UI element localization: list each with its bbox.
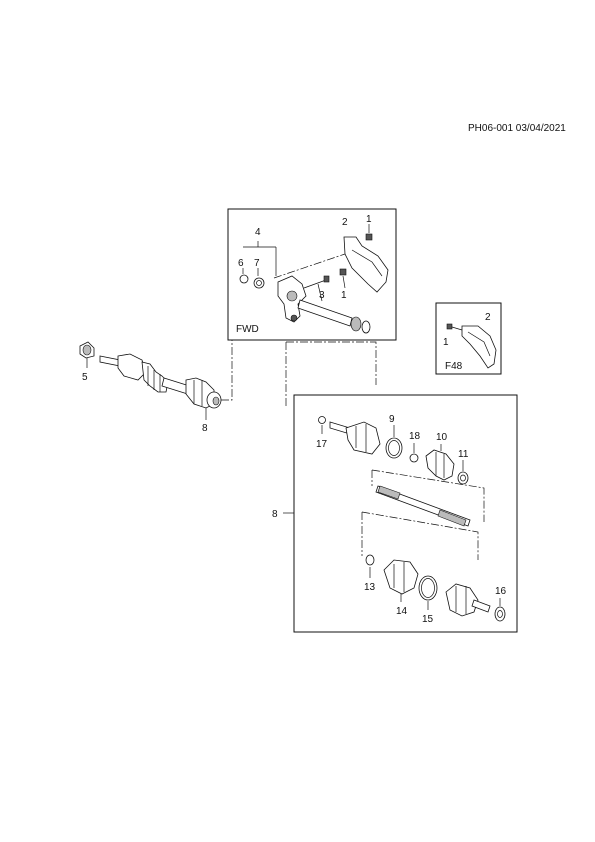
callout-exploded-10: 10 <box>436 432 448 443</box>
callout-exploded-13: 13 <box>364 582 376 593</box>
callout-fwd-4: 4 <box>255 227 261 238</box>
f48-inset-frame <box>435 302 502 375</box>
alignment-line <box>273 253 346 279</box>
snap-ring-6 <box>239 274 249 284</box>
callout-f48-1: 1 <box>443 337 449 348</box>
callout-fwd-3: 3 <box>319 290 325 301</box>
main-to-fwd-link <box>221 340 233 401</box>
inner-joint-assembly <box>345 421 381 455</box>
exploded-view-frame <box>293 394 518 633</box>
outer-cv-joint <box>117 353 147 381</box>
snap-ring-18 <box>409 453 419 463</box>
callout-f48-2: 2 <box>485 312 491 323</box>
fwd-inset: FWD <box>227 208 397 341</box>
callout-exploded-15: 15 <box>422 614 434 625</box>
callout-exploded-17: 17 <box>316 439 328 450</box>
boot-clamp-15 <box>418 575 438 601</box>
shaft-end-spline <box>350 316 362 332</box>
callout-exploded-9: 9 <box>389 414 395 425</box>
f48-bolt <box>446 323 453 330</box>
callout-exploded-16: 16 <box>495 586 507 597</box>
bolt-lower <box>339 268 347 289</box>
outer-boot-14 <box>383 559 419 595</box>
fwd-inset-frame <box>227 208 397 341</box>
callout-fwd-6: 6 <box>238 258 244 269</box>
callout-4-leader <box>243 241 277 276</box>
outer-joint-assembly <box>445 583 479 617</box>
support-bracket <box>343 236 389 293</box>
f48-inset: F48 2 1 <box>435 302 502 375</box>
fwd-to-exploded-link <box>285 341 377 407</box>
callout-main-5: 5 <box>82 372 88 383</box>
inner-boot-10 <box>425 449 455 481</box>
carrier-bearing <box>286 290 298 302</box>
f48-bracket <box>461 325 497 369</box>
callout-exploded-18: 18 <box>409 431 421 442</box>
f48-inset-label: F48 <box>445 361 463 372</box>
small-clamp-11 <box>457 471 469 485</box>
main-drive-shaft: 5 8 <box>79 340 233 434</box>
callout-main-8: 8 <box>202 423 208 434</box>
callout-fwd-1-top: 1 <box>366 214 372 225</box>
outer-boot <box>141 361 169 393</box>
exploded-view: 8 17 9 18 10 11 <box>272 394 518 633</box>
seal-ring-7 <box>253 277 265 289</box>
bolt-top <box>365 224 373 241</box>
callout-fwd-2: 2 <box>342 217 348 228</box>
hub-nut <box>79 341 95 359</box>
intermediate-shaft <box>297 299 353 327</box>
small-clamp-13 <box>365 554 375 566</box>
callout-exploded-8: 8 <box>272 509 278 520</box>
fwd-inset-label: FWD <box>236 324 259 335</box>
bolt-3 <box>303 275 330 302</box>
document-id: PH06-001 03/04/2021 <box>468 123 566 134</box>
seal-16 <box>494 606 506 622</box>
callout-exploded-11: 11 <box>458 449 469 460</box>
callout-fwd-7: 7 <box>254 258 260 269</box>
callout-exploded-14: 14 <box>396 606 408 617</box>
callout-fwd-1-bottom: 1 <box>341 290 347 301</box>
circlip-17 <box>318 416 326 424</box>
